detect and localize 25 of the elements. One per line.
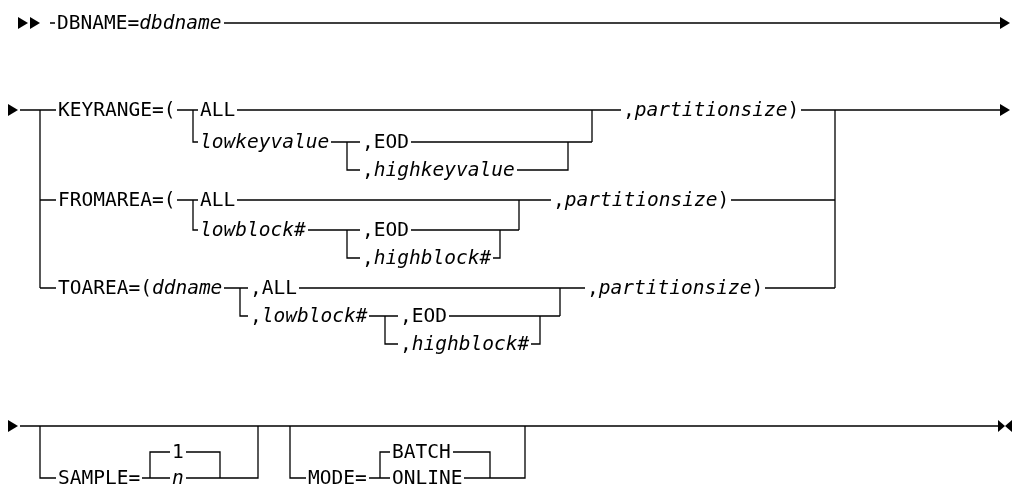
syntax-token: ,partitionsize) — [587, 276, 764, 300]
syntax-token: TOAREA=(ddname — [58, 276, 223, 300]
syntax-token: ALL — [200, 188, 236, 212]
syntax-token: MODE= — [308, 466, 367, 490]
syntax-token: ,EOD — [400, 304, 447, 328]
syntax-token: ,ALL — [250, 276, 297, 300]
syntax-token: BATCH — [392, 440, 451, 464]
syntax-token: n — [172, 466, 184, 490]
syntax-token: DBNAME=dbdname — [57, 11, 222, 35]
syntax-token: ,highkeyvalue — [362, 158, 515, 182]
syntax-token: FROMAREA=( — [58, 188, 176, 212]
syntax-token: ,EOD — [362, 130, 409, 154]
syntax-token: lowblock# — [200, 218, 306, 242]
syntax-token: ,partitionsize) — [553, 188, 730, 212]
syntax-token: ,partitionsize) — [623, 98, 800, 122]
syntax-token: ALL — [200, 98, 236, 122]
syntax-token: ONLINE — [392, 466, 463, 490]
syntax-token: KEYRANGE=( — [58, 98, 176, 122]
syntax-token: ,EOD — [362, 218, 409, 242]
syntax-token: SAMPLE= — [58, 466, 141, 490]
syntax-token: lowkeyvalue — [200, 130, 330, 154]
syntax-token: ,highblock# — [362, 246, 492, 270]
syntax-token: 1 — [172, 440, 184, 464]
syntax-token: ,lowblock# — [250, 304, 368, 328]
syntax-token: ,highblock# — [400, 332, 530, 356]
